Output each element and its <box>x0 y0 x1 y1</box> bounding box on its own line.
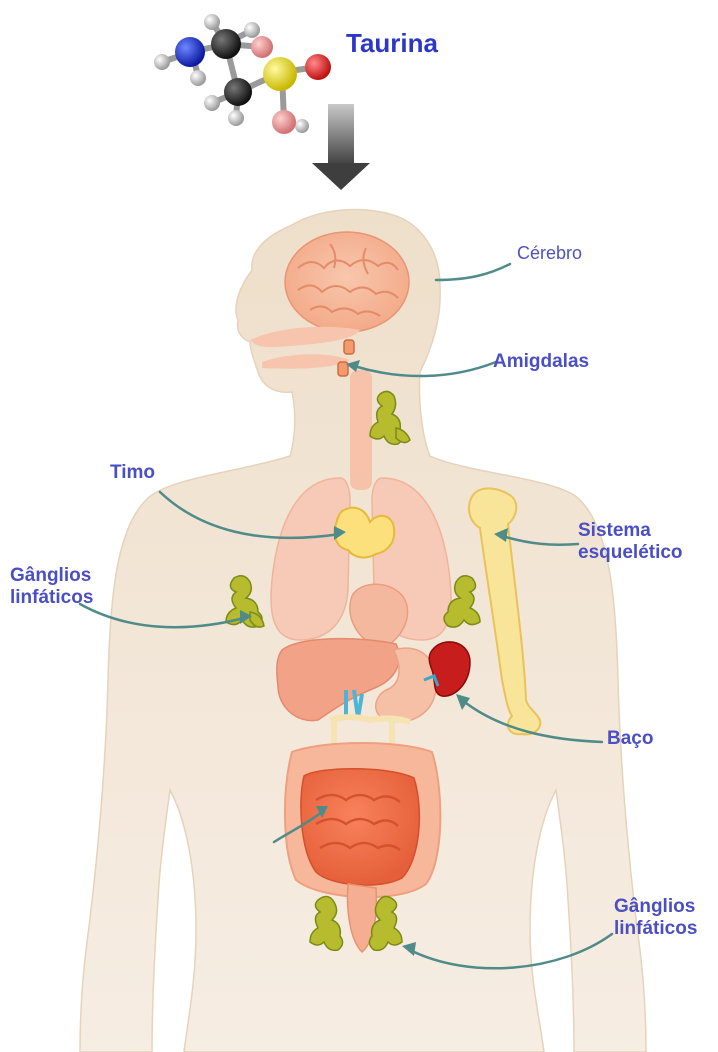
taurine-molecule-icon <box>154 14 331 134</box>
down-arrow-icon <box>312 104 370 190</box>
label-nodes-bottom-line1: Gânglios <box>614 896 697 918</box>
label-thymus: Timo <box>110 462 155 484</box>
small-intestine-icon <box>301 769 419 885</box>
label-nodes-left-line2: linfáticos <box>10 587 93 609</box>
label-skeleton-line1: Sistema <box>578 520 683 542</box>
diagram-title: Taurina <box>346 28 438 59</box>
label-brain: Cérebro <box>517 242 582 264</box>
label-nodes-bottom-line2: linfáticos <box>614 918 697 940</box>
leader-brain <box>436 264 510 280</box>
label-skeleton: Sistema esquelético <box>578 520 683 564</box>
label-tonsils: Amigdalas <box>493 351 589 373</box>
label-nodes-left-line1: Gânglios <box>10 565 93 587</box>
label-nodes-bottom: Gânglios linfáticos <box>614 896 697 940</box>
label-spleen: Baço <box>607 728 653 750</box>
label-nodes-left: Gânglios linfáticos <box>10 565 93 609</box>
label-skeleton-line2: esquelético <box>578 542 683 564</box>
brain-icon <box>285 232 409 332</box>
